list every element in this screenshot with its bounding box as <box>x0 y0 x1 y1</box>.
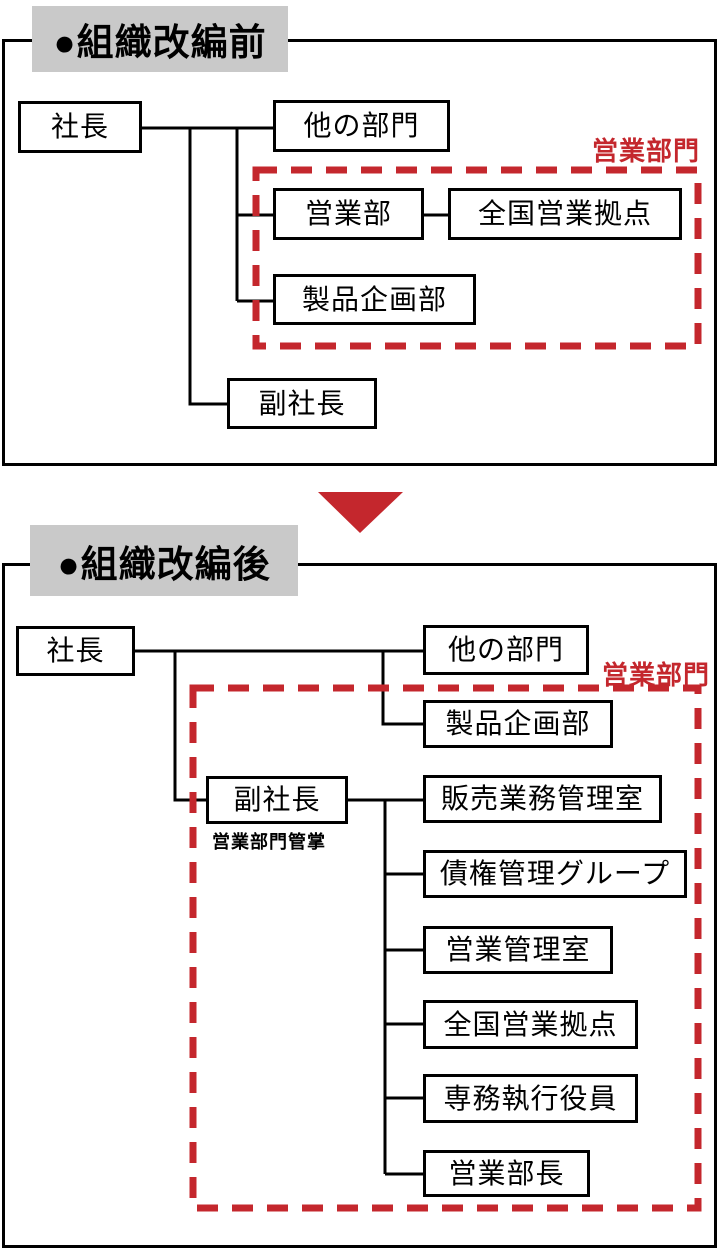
node-before-national-sales-bases: 全国営業拠点 <box>448 188 682 240</box>
node-after-national-sales-bases: 全国営業拠点 <box>423 1000 638 1049</box>
before-chart-frame <box>2 39 717 466</box>
after-vice-president-note: 営業部門管掌 <box>212 832 326 852</box>
node-before-vice-president: 副社長 <box>227 378 377 429</box>
after-chart-frame <box>2 563 717 1248</box>
before-title: ●組織改編前 <box>32 6 288 72</box>
node-after-sales-management-office: 営業管理室 <box>423 926 613 974</box>
down-arrow-icon <box>318 492 403 533</box>
node-after-president: 社長 <box>16 626 135 676</box>
node-before-other-departments: 他の部門 <box>273 100 450 152</box>
node-after-other-departments: 他の部門 <box>423 625 589 675</box>
after-title: ●組織改編後 <box>30 525 298 596</box>
node-before-product-planning: 製品企画部 <box>273 274 476 325</box>
node-after-sales-operations-office: 販売業務管理室 <box>423 775 662 823</box>
before-division-label: 営業部門 <box>592 136 701 166</box>
after-division-label: 営業部門 <box>602 660 711 690</box>
node-before-sales-department: 営業部 <box>273 188 424 240</box>
node-after-product-planning: 製品企画部 <box>423 700 613 748</box>
node-before-president: 社長 <box>18 101 142 153</box>
node-after-receivables-group: 債権管理グループ <box>423 850 687 898</box>
node-after-sales-department-head: 営業部長 <box>423 1150 590 1197</box>
node-after-senior-executive-officer: 専務執行役員 <box>423 1074 638 1123</box>
node-after-vice-president: 副社長 <box>206 776 348 824</box>
